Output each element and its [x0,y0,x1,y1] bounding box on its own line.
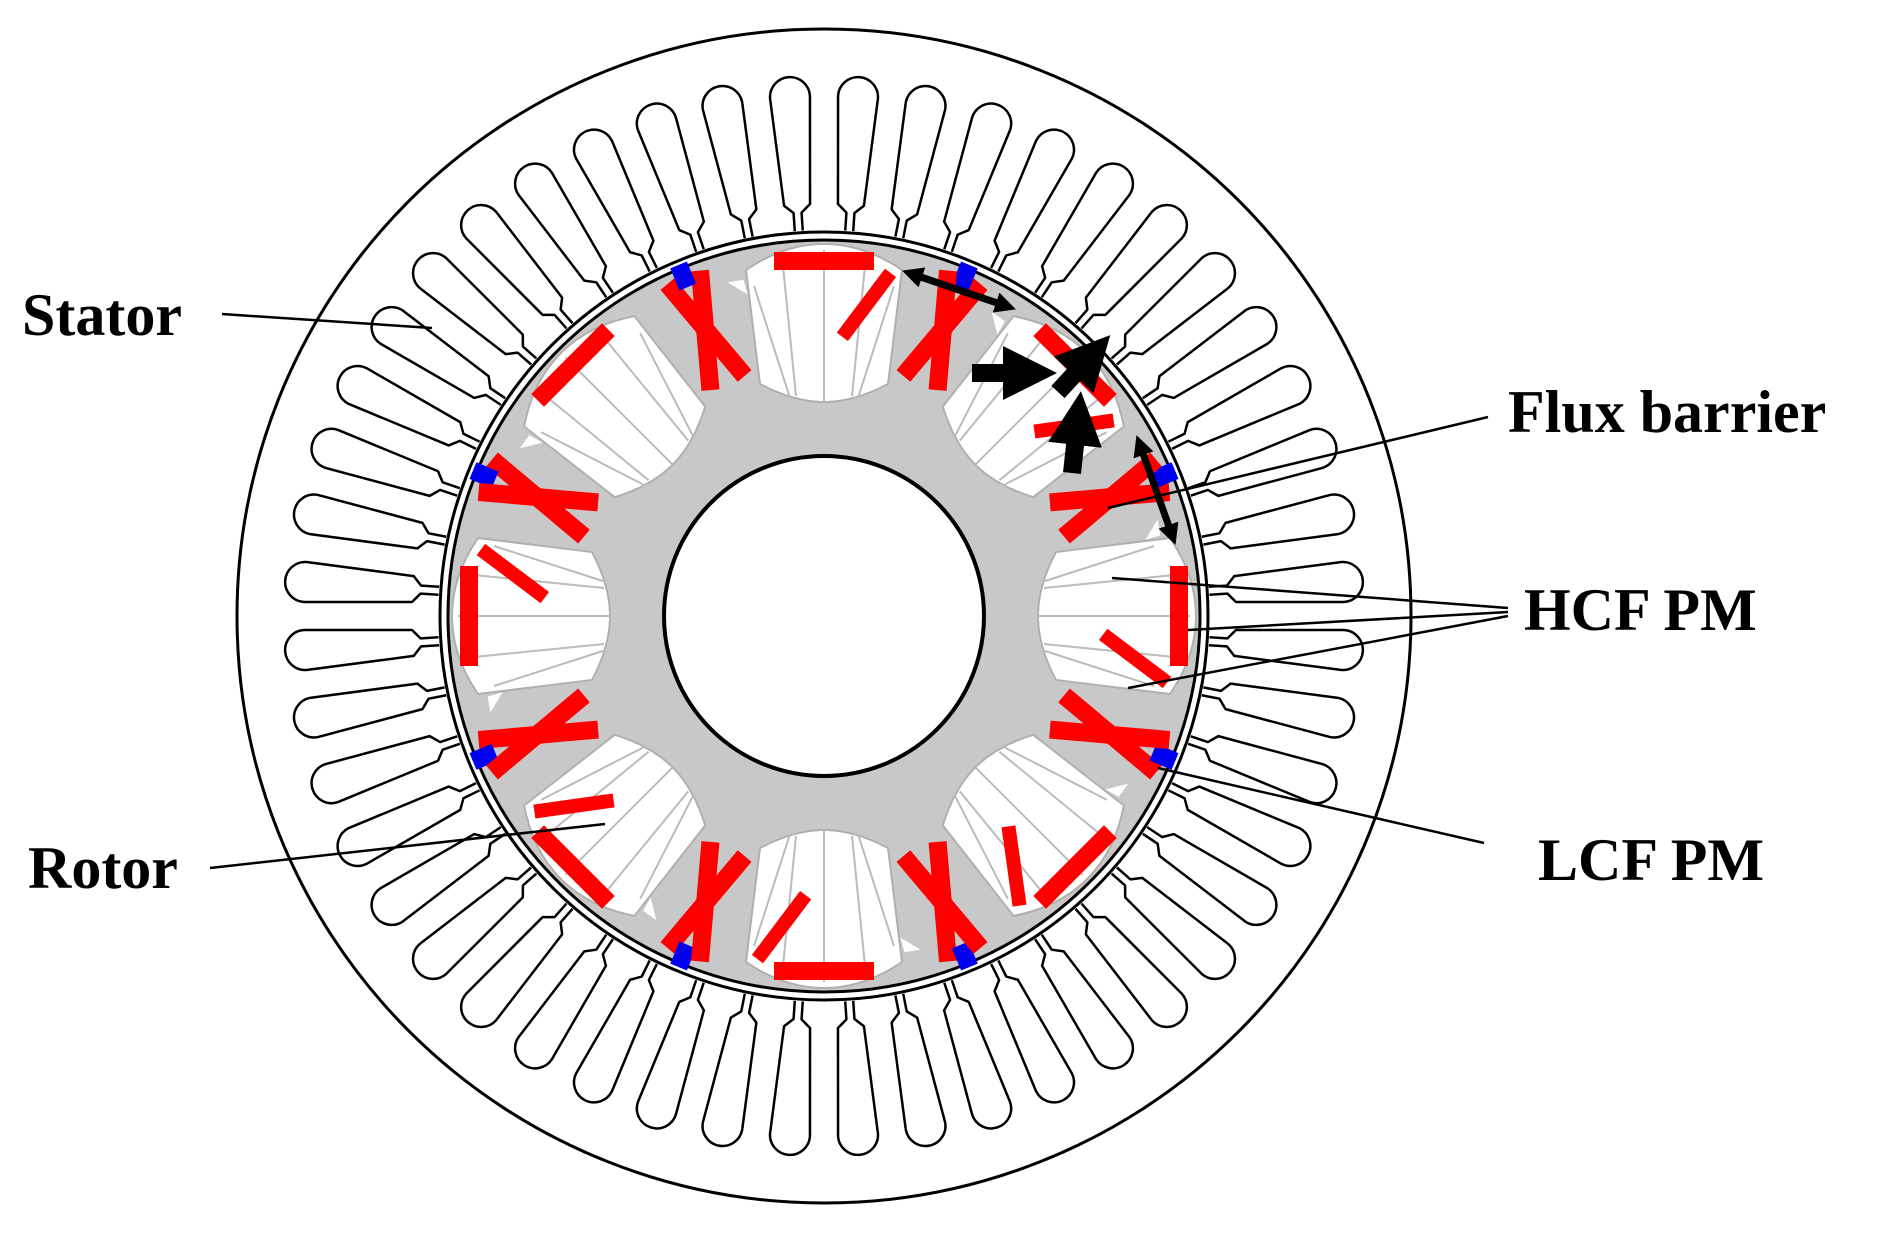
hcf-pm-magnet [533,793,615,819]
stator-slot [1034,934,1135,1070]
stator-slot [890,993,947,1148]
stator-slot [1167,364,1312,450]
hcf-pm-magnet [1049,720,1171,749]
flux-arrow-3 [1048,391,1102,474]
stator-slot [701,84,758,239]
stator-leader [221,312,433,330]
lcf-pm-magnet [469,462,499,489]
rotor-pole [900,628,1172,971]
stator-label: Stator [22,282,182,348]
stator-slot [411,866,538,981]
hcf-pm-magnet [751,890,812,964]
stator-slot [572,959,658,1104]
hcf-pm-magnet [1170,566,1188,666]
rotor-leader [209,822,606,870]
stator-slot [459,203,574,330]
stator-slots [283,75,1365,1157]
stator-slot [370,826,506,927]
stator-slot [990,128,1076,273]
hcf-pm-magnet [486,688,590,780]
rotor-pole [643,825,1027,990]
hcf-pm-magnet [691,841,720,963]
stator-slot [836,75,880,232]
hcf-pm-magnet [1001,825,1027,907]
stator-slot [459,902,574,1029]
stator-slot [701,993,758,1148]
hcf-pm-magnet [836,268,897,342]
stator-slot [1034,162,1135,298]
hcf-pm-magnet [1033,825,1117,909]
hcf-leader-2 [1187,610,1509,632]
hcf-leader-1 [1111,576,1509,610]
hcf-leader-3 [1127,614,1509,690]
hcf-pm-magnet [531,323,615,407]
stator-slot [768,1000,812,1157]
leader-lines [209,312,1509,870]
stator-slot [1201,682,1356,739]
stator-slot [836,1000,880,1157]
flux-double-arrow-top [902,267,1016,313]
hcf-pm-magnet [476,543,550,604]
stator-slot [768,75,812,232]
stator-slot [283,560,440,604]
rotor-pole [469,692,812,964]
stator-slot [942,102,1013,253]
stator-slot [310,427,461,498]
hcf-pm-magnet [531,825,615,909]
stator-slot [890,84,947,239]
stator-slot [292,493,447,550]
lcf-pm-magnet [1149,743,1179,770]
stator-slot [1167,782,1312,868]
stator-slot [1074,203,1189,330]
stator-slot [411,251,538,366]
flux-double-arrow-right [1133,435,1179,545]
stator-slot [1110,866,1237,981]
stator-bore-circle [438,230,1210,1002]
hcf-pm-magnet [460,566,478,666]
hcf-pm-magnet [896,850,988,954]
hcf-pm-magnet [477,483,599,512]
lcf-pm-magnet [670,941,697,971]
stator-slot [1201,493,1356,550]
stator-slot [1142,826,1278,927]
rotor-pole [476,261,748,604]
stator-slot [513,934,614,1070]
stator-slot [292,682,447,739]
hcf-pm-magnet [1098,628,1172,689]
stator-slot [990,959,1076,1104]
hcf-pm-magnet [774,252,874,270]
stator-slot [1142,305,1278,406]
stator-slot [635,979,706,1130]
stator-slot [336,364,481,450]
stator-slot [1208,628,1365,672]
hcf-pm-label: HCF PM [1524,577,1757,643]
lcf-pm-magnet [670,261,697,291]
flux-arrow-2 [1051,335,1111,399]
stator-slot [283,628,440,672]
stator-slot [635,102,706,253]
stator-slot [1110,251,1237,366]
flux-barrier-label: Flux barrier [1508,379,1826,445]
shaft-hole [662,454,986,778]
lcf-pm-label: LCF PM [1538,827,1764,893]
hcf-pm-magnet [691,269,720,391]
hcf-pm-magnet [774,962,874,980]
stator-slot [572,128,658,273]
stator-slot [370,305,506,406]
stator-slot [310,734,461,805]
rotor-label: Rotor [28,835,178,901]
stator-slot [942,979,1013,1130]
stator-slot [1208,560,1365,604]
flux-barrier-leader [1107,415,1489,510]
stator-slot [513,162,614,298]
lcf-leader [1157,766,1485,845]
stator-slot [1074,902,1189,1029]
flux-arrows [902,267,1179,545]
